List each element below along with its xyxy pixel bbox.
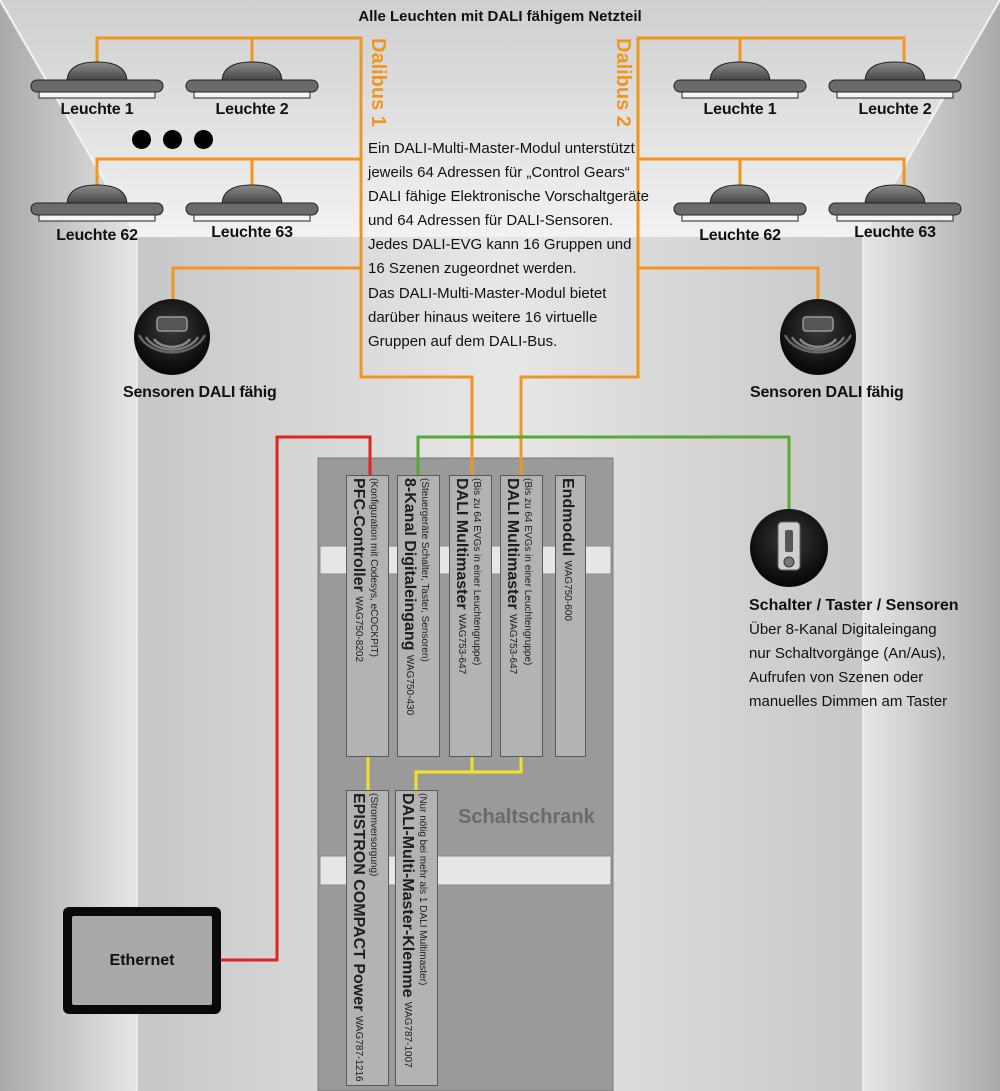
ethernet-wiring	[221, 435, 372, 962]
info-line: jeweils 64 Adressen für „Control Gears“	[368, 164, 630, 182]
module-endmodul: Endmodul WAG750-600	[555, 475, 586, 757]
module-digital-desc: (Steuergeräte Schalter, Taster, Sensoren…	[419, 478, 430, 662]
lamp-label-right-62: Leuchte 62	[699, 227, 781, 244]
power-wiring	[366, 757, 523, 790]
info-line: und 64 Adressen für DALI-Sensoren.	[368, 212, 614, 230]
info-line: Gruppen auf dem DALI-Bus.	[368, 332, 558, 350]
module-epistron-power: EPISTRON COMPACT Power WAG787-1216 (Stro…	[346, 790, 389, 1086]
lamp-icon	[185, 61, 319, 99]
module-klemme-code: WAG787-1007	[402, 1001, 413, 1068]
lamp-label-left-62: Leuchte 62	[56, 227, 138, 244]
info-line: Das DALI-Multi-Master-Modul bietet	[368, 284, 607, 302]
ethernet-label: Ethernet	[72, 916, 212, 1005]
module-end-name: Endmodul	[559, 478, 576, 557]
module-dali2-code: WAG753-647	[507, 614, 518, 675]
module-pfc-name: PFC-Controller	[350, 478, 367, 592]
ellipsis-dots	[132, 130, 225, 154]
module-power-desc: (Stromversorgung)	[368, 793, 379, 877]
lamp-icon	[30, 184, 164, 222]
module-dali1-desc: (Bis zu 64 EVGs in einer Leuchtengruppe)	[471, 478, 482, 666]
info-text: Ein DALI-Multi-Master-Modul unterstützt j…	[368, 137, 649, 354]
module-power-name: EPISTRON COMPACT Power	[350, 793, 367, 1012]
dalibus-1-label: Dalibus 1	[367, 38, 389, 127]
lamp-icon	[828, 61, 962, 99]
lamp-label-left-2: Leuchte 2	[215, 101, 289, 118]
lamp-icon	[673, 61, 807, 99]
lamp-label-right-1: Leuchte 1	[703, 101, 777, 118]
lamp-fixtures	[30, 61, 962, 222]
module-end-code: WAG750-600	[562, 560, 573, 621]
dalibus-2-label: Dalibus 2	[612, 38, 634, 127]
module-pfc-controller: PFC-Controller WAG750-8202 (Konfiguratio…	[346, 475, 389, 757]
sensor-right-label: Sensoren DALI fähig	[750, 384, 904, 401]
module-dali-multimaster-1: DALI Multimaster WAG753-647 (Bis zu 64 E…	[449, 475, 492, 757]
info-line: Ein DALI-Multi-Master-Modul unterstützt	[368, 140, 635, 157]
module-klemme-desc: (Nur nötig bei mehr als 1 DALI Multimast…	[417, 793, 428, 986]
diagram-title: Alle Leuchten mit DALI fähigem Netzteil	[358, 8, 642, 25]
module-power-code: WAG787-1216	[353, 1015, 364, 1082]
module-digital-code: WAG750-430	[404, 654, 415, 716]
info-line: darüber hinaus weitere 16 virtuelle	[368, 308, 598, 326]
lamp-label-right-2: Leuchte 2	[858, 101, 932, 118]
module-pfc-desc: (Konfiguration mit Codesys, eCOCKPIT)	[368, 478, 379, 657]
info-line: Jedes DALI-EVG kann 16 Gruppen und	[368, 236, 632, 254]
switch-line: Aufrufen von Szenen oder	[749, 669, 924, 686]
lamp-label-right-63: Leuchte 63	[854, 224, 936, 241]
dali-bus-wiring	[95, 36, 906, 475]
module-dali-multimaster-2: DALI Multimaster WAG753-647 (Bis zu 64 E…	[500, 475, 543, 757]
lamp-icon	[673, 184, 807, 222]
digital-input-wiring	[416, 435, 791, 512]
module-pfc-code: WAG750-8202	[353, 596, 364, 663]
module-digital-input: 8-Kanal Digitaleingang WAG750-430 (Steue…	[397, 475, 440, 757]
module-digital-name: 8-Kanal Digitaleingang	[401, 478, 418, 651]
lamp-icon	[185, 184, 319, 222]
module-dali1-name: DALI Multimaster	[453, 478, 470, 610]
ethernet-device: Ethernet	[63, 907, 221, 1014]
switch-description: Schalter / Taster / Sensoren Über 8-Kana…	[749, 594, 959, 714]
switch-line: Über 8-Kanal Digitaleingang	[749, 621, 937, 638]
module-dali2-desc: (Bis zu 64 EVGs in einer Leuchtengruppe)	[522, 478, 533, 666]
info-line: 16 Szenen zugeordnet werden.	[368, 260, 577, 278]
cabinet-label: Schaltschrank	[458, 806, 595, 828]
switch-line: nur Schaltvorgänge (An/Aus),	[749, 645, 946, 662]
info-line: DALI fähige Elektronische Vorschaltgerät…	[368, 188, 649, 206]
sensor-left-label: Sensoren DALI fähig	[123, 384, 277, 401]
module-dali1-code: WAG753-647	[456, 614, 467, 675]
lamp-icon	[30, 61, 164, 99]
lamp-label-left-1: Leuchte 1	[60, 101, 134, 118]
lamp-icon	[828, 184, 962, 222]
module-dali-multi-master-klemme: DALI-Multi-Master-Klemme WAG787-1007 (Nu…	[395, 790, 438, 1086]
switch-line: manuelles Dimmen am Taster	[749, 693, 948, 710]
sensor-left-icon	[134, 299, 210, 375]
module-klemme-name: DALI-Multi-Master-Klemme	[399, 793, 416, 998]
switch-title: Schalter / Taster / Sensoren	[749, 597, 959, 614]
sensor-right-icon	[780, 299, 856, 375]
lamp-label-left-63: Leuchte 63	[211, 224, 293, 241]
switch-icon	[750, 509, 828, 587]
module-dali2-name: DALI Multimaster	[504, 478, 521, 610]
